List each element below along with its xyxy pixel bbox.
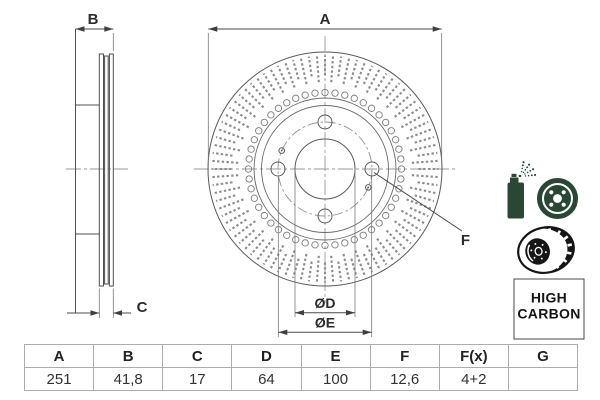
spec-table: A B C D E F F(x) G 251 41,8 17 64 100 12… bbox=[23, 344, 579, 391]
pin-hole-lower-right bbox=[365, 184, 372, 191]
spray-can-icon bbox=[507, 161, 537, 219]
high-carbon-line1: HIGH bbox=[531, 290, 567, 306]
dimension-f: F bbox=[373, 172, 470, 249]
vent-rim-slots bbox=[547, 228, 573, 269]
friction-plate-right bbox=[108, 53, 114, 287]
spec-header-row: A B C D E F F(x) G bbox=[23, 344, 579, 368]
spec-value-b: 41,8 bbox=[93, 367, 164, 391]
spec-value-g bbox=[507, 367, 579, 391]
friction-plate-left bbox=[98, 53, 105, 287]
high-carbon-box bbox=[513, 278, 585, 340]
spec-header-c: C bbox=[162, 344, 233, 368]
coated-disc-icon bbox=[507, 161, 578, 219]
dim-label-d: ØD bbox=[315, 295, 336, 311]
spec-value-row: 251 41,8 17 64 100 12,6 4+2 bbox=[23, 367, 579, 391]
bolt-circle bbox=[277, 121, 373, 217]
pin-hole-upper-left-dot bbox=[280, 149, 283, 152]
dimension-a: A bbox=[207, 11, 443, 172]
dim-label-c: C bbox=[137, 299, 148, 316]
dim-label-b: B bbox=[88, 11, 99, 28]
side-view bbox=[66, 29, 128, 313]
dimension-d: ØD bbox=[294, 169, 356, 317]
spec-header-g: G bbox=[507, 344, 579, 368]
high-carbon-line2: CARBON bbox=[517, 306, 580, 322]
bolt-hole-top bbox=[317, 114, 333, 130]
bolt-hole-left bbox=[270, 161, 286, 177]
dim-label-e: ØE bbox=[315, 315, 335, 331]
friction-inner-circle bbox=[253, 97, 397, 241]
front-view bbox=[194, 36, 456, 303]
spec-header-e: E bbox=[300, 344, 371, 368]
bolt-hole-right bbox=[364, 161, 380, 177]
spec-header-a: A bbox=[23, 344, 95, 368]
high-carbon-badge: HIGH CARBON bbox=[513, 278, 585, 340]
dim-label-a: A bbox=[320, 11, 331, 28]
coated-disc-front-icon bbox=[537, 178, 578, 219]
vent-slot-ring bbox=[211, 55, 439, 283]
spec-header-d: D bbox=[231, 344, 302, 368]
pin-hole-lower-right-dot bbox=[367, 186, 370, 189]
vented-disc-icon bbox=[511, 226, 575, 275]
spray-mist bbox=[520, 161, 537, 177]
spec-header-fx: F(x) bbox=[438, 344, 509, 368]
vent-hole-ring bbox=[244, 88, 406, 250]
spec-value-e: 100 bbox=[300, 367, 371, 391]
pin-hole-upper-left bbox=[278, 147, 286, 154]
spec-value-fx: 4+2 bbox=[438, 367, 509, 391]
hub-flange-circle bbox=[261, 105, 389, 233]
spec-header-f: F bbox=[369, 344, 440, 368]
spec-value-d: 64 bbox=[231, 367, 302, 391]
hub-bolt-dots bbox=[530, 243, 547, 260]
bolt-hole-bottom bbox=[317, 208, 333, 224]
dim-label-f: F bbox=[461, 232, 470, 249]
spec-value-f: 12,6 bbox=[369, 367, 440, 391]
dimension-e: ØE bbox=[277, 176, 373, 337]
hub-highlight bbox=[527, 244, 534, 262]
spec-value-a: 251 bbox=[23, 367, 95, 391]
spec-value-c: 17 bbox=[162, 367, 233, 391]
dimension-c: C bbox=[67, 288, 148, 318]
spec-header-b: B bbox=[93, 344, 164, 368]
dimension-b: B bbox=[75, 11, 114, 51]
vent-core bbox=[104, 55, 109, 285]
